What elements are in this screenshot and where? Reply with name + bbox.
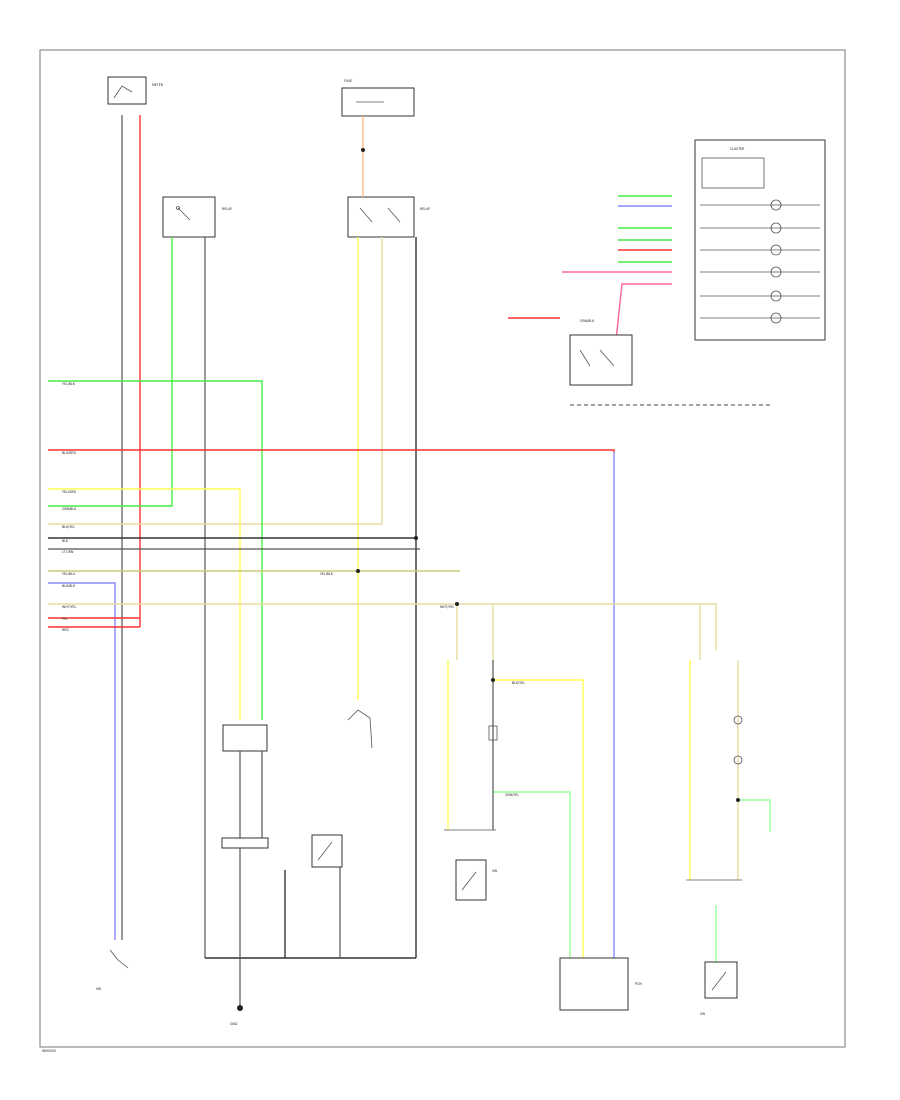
wire-label-6: BLK xyxy=(62,539,69,543)
sw-mid-label: SW xyxy=(492,869,498,873)
relay-left-label: RELAY xyxy=(222,207,232,211)
wire-label-2: BLU/RED xyxy=(62,451,76,455)
pcm-column xyxy=(444,604,584,958)
diagram-frame xyxy=(39,49,846,1048)
sw-right-component: SW xyxy=(700,961,738,1016)
sw-mid-component: SW xyxy=(455,859,498,901)
center-sensor-component xyxy=(347,709,373,749)
relay-mid-label: RELAY xyxy=(420,207,430,211)
wire-label-3: YEL/GRN xyxy=(62,490,76,494)
fuse-label: FUSE xyxy=(344,79,352,83)
relay-mid-component: RELAY xyxy=(347,196,430,238)
footer-code: WM5055 xyxy=(42,1049,56,1053)
right-column xyxy=(686,604,771,962)
wire-label-8: YEL/BLU xyxy=(62,572,76,576)
wire-label-17: WHT/YEL xyxy=(440,605,455,609)
meter-label: METER xyxy=(152,83,164,87)
wire-label-10: WHT/YEL xyxy=(62,605,77,609)
meter-component: METER xyxy=(107,76,164,105)
wire-label-1: YEL/BLK xyxy=(62,382,76,386)
bottom-relay-component xyxy=(311,834,343,868)
right-switch-assembly xyxy=(569,334,633,386)
wire-label-14: GRN/YEL xyxy=(505,793,519,797)
sw-left-label: SW xyxy=(96,987,102,991)
left-mid-component: GND xyxy=(221,724,269,1026)
pcm-module: PCM xyxy=(559,957,642,1011)
ground-label: GND xyxy=(230,1022,238,1026)
instrument-cluster: CLUSTER xyxy=(694,139,826,341)
wire-label-4: GRN/BLK xyxy=(62,507,77,511)
pcm-label: PCM xyxy=(635,982,642,986)
wire-label-13: YEL/BLK xyxy=(320,572,334,576)
wire-label-12: RED xyxy=(62,628,69,632)
sw-left-component: SW xyxy=(96,949,129,991)
wire-label-16: GRN/BLK xyxy=(580,319,595,323)
wire-label-11: PPL xyxy=(62,617,68,621)
wire-label-15: BLK/YEL xyxy=(512,681,525,685)
sw-right-label: SW xyxy=(700,1012,706,1016)
wire-label-9: BLU/BLK xyxy=(62,584,76,588)
wire-label-7: LT GRN xyxy=(62,550,74,554)
relay-left-component: RELAY xyxy=(162,196,232,238)
wire-label-5: BLK/YEL xyxy=(62,525,75,529)
fuse-component: FUSE xyxy=(341,79,415,117)
cluster-label: CLUSTER xyxy=(730,147,745,151)
